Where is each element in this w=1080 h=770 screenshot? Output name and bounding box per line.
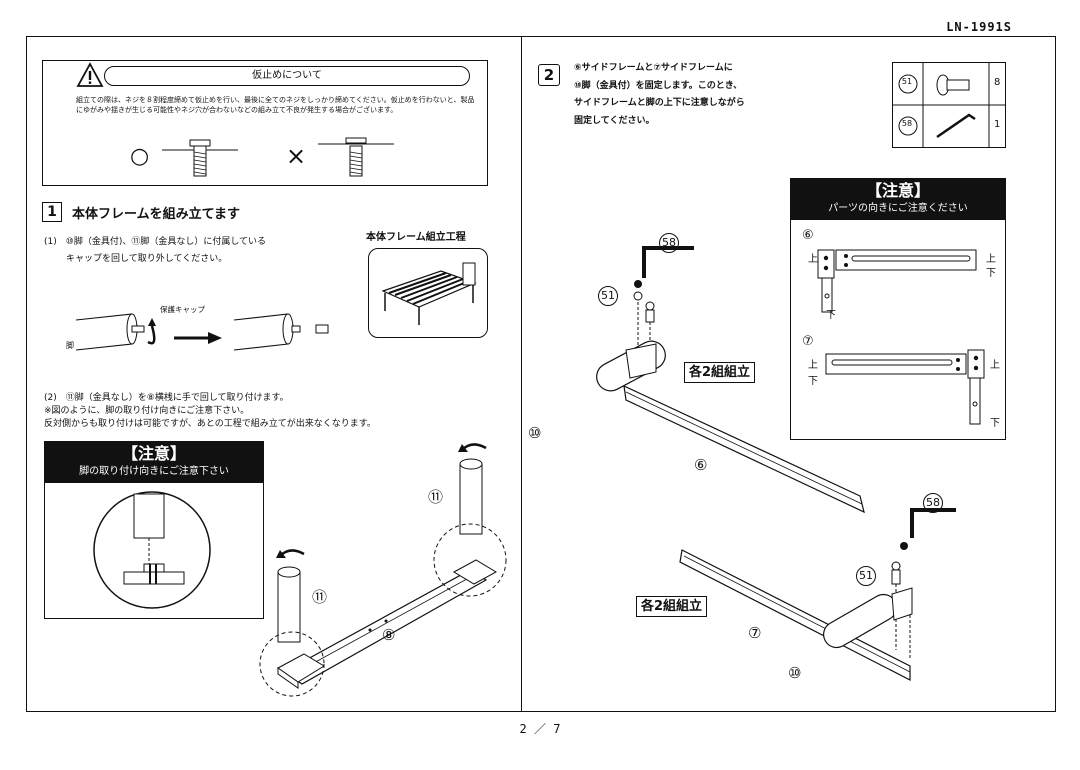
each-two-sets-label-b: 各2組組立 — [636, 596, 708, 617]
part-58-callout-a: 58 — [659, 233, 679, 253]
ng-mark: × — [286, 142, 307, 170]
caution-title: 仮止めについて — [104, 66, 470, 86]
section-2-line-1: ⑥サイドフレームと⑦サイドフレームに — [574, 63, 733, 73]
ok-mark: ○ — [130, 144, 150, 169]
notice-6-up-left: 上 — [808, 254, 818, 265]
leg-label: 脚 — [66, 341, 74, 350]
part-58-qty: 1 — [994, 119, 1001, 130]
section-2-line-4: 固定してください。 — [574, 115, 655, 126]
part-51-callout-b: 51 — [856, 566, 876, 586]
part-51-qty: 8 — [994, 77, 1001, 88]
assembly-process-label: 本体フレーム組立工程 — [366, 232, 466, 243]
notice-part-6: ⑥ — [802, 228, 814, 243]
part-6-label: ⑥ — [694, 456, 708, 474]
notice-right-title: 【注意】 — [865, 181, 930, 200]
side-frame-6-assembly — [596, 246, 865, 514]
section-1-number: 1 — [42, 202, 62, 222]
caution-text: 組立ての際は、ネジを８割程度締めて仮止めを行い、最後に全てのネジをしっかり締めて… — [76, 96, 475, 114]
section-2-number: 2 — [538, 64, 560, 86]
section-2-line-2: ⑩脚（金具付）を固定します。このとき、 — [574, 80, 743, 91]
notice-7-down-left: 下 — [808, 376, 818, 387]
part-51-callout-a: 51 — [598, 286, 618, 306]
notice-part-7: ⑦ — [802, 334, 814, 349]
page-frame — [26, 36, 1056, 712]
section-1-title: 本体フレームを組み立てます — [72, 207, 240, 222]
step-1-line-1: (1) ⑩脚（金具付)、⑪脚（金具なし）に付属している — [44, 237, 267, 247]
part-11-label-right: ⑪ — [428, 488, 444, 506]
part-58-callout-b: 58 — [923, 493, 943, 513]
section-2-instruction: ⑥サイドフレームと⑦サイドフレームに ⑩脚（金具付）を固定します。このとき、 サ… — [574, 60, 804, 130]
notice-7-down: 下 — [990, 418, 1000, 429]
parts-table-grid — [893, 63, 1005, 147]
step-2-line-3: 反対側からも取り付けは可能ですが、あとの工程で組み立てが出来なくなります。 — [44, 419, 376, 429]
bed-frame-thumbnail — [368, 248, 488, 338]
notice-7-up-left: 上 — [808, 360, 818, 371]
bed-frame-illustration — [381, 262, 477, 325]
parts-table — [892, 62, 1006, 148]
warning-icon — [76, 62, 104, 87]
cap-removal-diagram — [75, 313, 329, 351]
leg-orientation-notice-header: 【注意】 脚の取り付け向きにご注意下さい — [44, 441, 264, 483]
parts-orientation-notice-header: 【注意】 パーツの向きにご注意ください — [790, 178, 1006, 220]
side-frame-7-assembly — [679, 508, 956, 681]
part-10-label-b: ⑩ — [788, 664, 802, 682]
center-divider — [521, 36, 522, 712]
model-number: LN-1991S — [946, 20, 1012, 34]
part-11-label-left: ⑪ — [312, 588, 328, 606]
cross-rail-assembly-diagram — [259, 443, 507, 697]
step-2-instruction: (2) ⑪脚（金具なし）を⑧横桟に手で回して取り付けます。 ※図のように、脚の取… — [44, 392, 514, 431]
screw-correct-diagram — [162, 139, 238, 177]
each-two-sets-label-a: 各2組組立 — [684, 362, 756, 383]
part-7-label: ⑦ — [748, 624, 762, 642]
notice-subtitle: 脚の取り付け向きにご注意下さい — [79, 466, 229, 477]
caution-box — [42, 60, 488, 186]
part-8-label: ⑧ — [382, 626, 396, 644]
step-1-line-2: キャップを回して取り外してください。 — [66, 254, 228, 264]
orientation-detail-diagram — [817, 249, 985, 425]
leg-detail-diagram — [93, 491, 211, 609]
notice-title: 【注意】 — [121, 444, 186, 463]
part-10-label-a: ⑩ — [528, 424, 542, 442]
part-51-id: 51 — [901, 77, 913, 86]
notice-6-down: 下 — [826, 310, 836, 321]
step-2-line-2: ※図のように、脚の取り付け向きにご注意下さい。 — [44, 406, 250, 416]
screw-wrong-diagram — [318, 137, 394, 177]
notice-6-down-right: 下 — [986, 268, 996, 279]
part-58-id: 58 — [901, 119, 913, 128]
notice-right-subtitle: パーツの向きにご注意ください — [828, 203, 968, 214]
section-2-line-3: サイドフレームと脚の上下に注意しながら — [574, 98, 745, 108]
step-2-line-1: (2) ⑪脚（金具なし）を⑧横桟に手で回して取り付けます。 — [44, 393, 289, 403]
page-number: 2 ／ 7 — [519, 722, 561, 736]
notice-6-up-right: 上 — [986, 254, 996, 265]
notice-7-up-right: 上 — [990, 360, 1000, 371]
step-1-instruction: (1) ⑩脚（金具付)、⑪脚（金具なし）に付属している キャップを回して取り外し… — [44, 234, 344, 268]
protective-cap-label: 保護キャップ — [160, 305, 205, 314]
